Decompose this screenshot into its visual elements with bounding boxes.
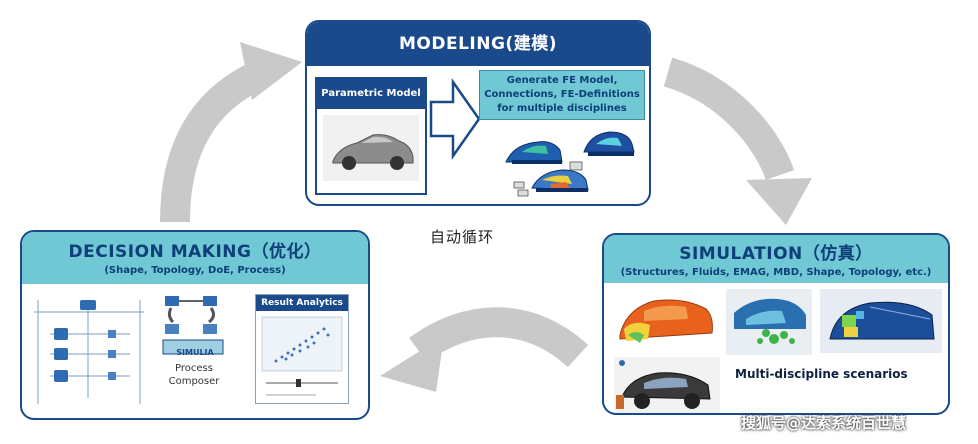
arrow-simulation-to-decision xyxy=(409,307,589,368)
process-composer-line-2: Composer xyxy=(168,376,220,387)
parametric-model-box: Parametric Model xyxy=(315,77,427,195)
simulation-panel: SIMULATION（仿真） (Structures, Fluids, EMAG… xyxy=(602,233,950,415)
result-analytics-title: Result Analytics xyxy=(256,295,348,311)
process-composer-line-1: Process xyxy=(175,363,213,374)
fluid-simulation-image xyxy=(726,289,812,355)
generate-text-line-1: Generate FE Model, xyxy=(506,75,618,86)
arrowhead-left xyxy=(240,42,302,100)
generate-text-line-3: for multiple disciplines xyxy=(497,103,627,114)
arrowhead-bottom xyxy=(380,336,444,392)
parametric-model-label: Parametric Model xyxy=(317,79,425,109)
process-composer-icon xyxy=(162,296,224,355)
modeling-panel: MODELING(建模) Parametric Model Generate F… xyxy=(305,20,651,206)
modeling-title: MODELING(建模) xyxy=(307,22,649,66)
result-analytics-box: Result Analytics xyxy=(255,294,349,404)
decision-header: DECISION MAKING（优化） (Shape, Topology, Do… xyxy=(22,232,368,284)
transfer-arrow-icon xyxy=(429,78,481,160)
fe-model-cars-image xyxy=(505,131,635,197)
result-analytics-plot-image xyxy=(261,316,343,396)
decision-title: DECISION MAKING（优化） xyxy=(68,242,322,262)
crash-simulation-image xyxy=(619,299,713,343)
workflow-diagram-image xyxy=(34,300,144,404)
arrow-decision-to-modeling xyxy=(160,58,272,223)
decision-making-panel: DECISION MAKING（优化） (Shape, Topology, Do… xyxy=(20,230,370,420)
simulation-subtitle: (Structures, Fluids, EMAG, MBD, Shape, T… xyxy=(620,267,932,278)
simulia-label: SIMULIA xyxy=(176,348,214,357)
multi-discipline-label: Multi-discipline scenarios xyxy=(735,367,908,381)
parametric-car-image xyxy=(323,115,419,181)
watermark-text: 搜狐号@达索系统百世慧 xyxy=(741,414,907,432)
simulation-header: SIMULATION（仿真） (Structures, Fluids, EMAG… xyxy=(604,235,948,283)
decision-subtitle: (Shape, Topology, DoE, Process) xyxy=(104,265,286,276)
structural-simulation-image xyxy=(820,289,942,353)
simulation-title: SIMULATION（仿真） xyxy=(679,244,873,264)
arrow-modeling-to-simulation xyxy=(663,57,795,181)
auto-loop-label: 自动循环 xyxy=(430,228,495,246)
arrowhead-right xyxy=(746,178,812,225)
mbd-simulation-image xyxy=(614,357,720,413)
generate-fe-model-box: Generate FE Model, Connections, FE-Defin… xyxy=(479,70,645,120)
generate-text-line-2: Connections, FE-Definitions xyxy=(484,89,640,100)
process-composer-caption: Process Composer xyxy=(158,362,230,388)
